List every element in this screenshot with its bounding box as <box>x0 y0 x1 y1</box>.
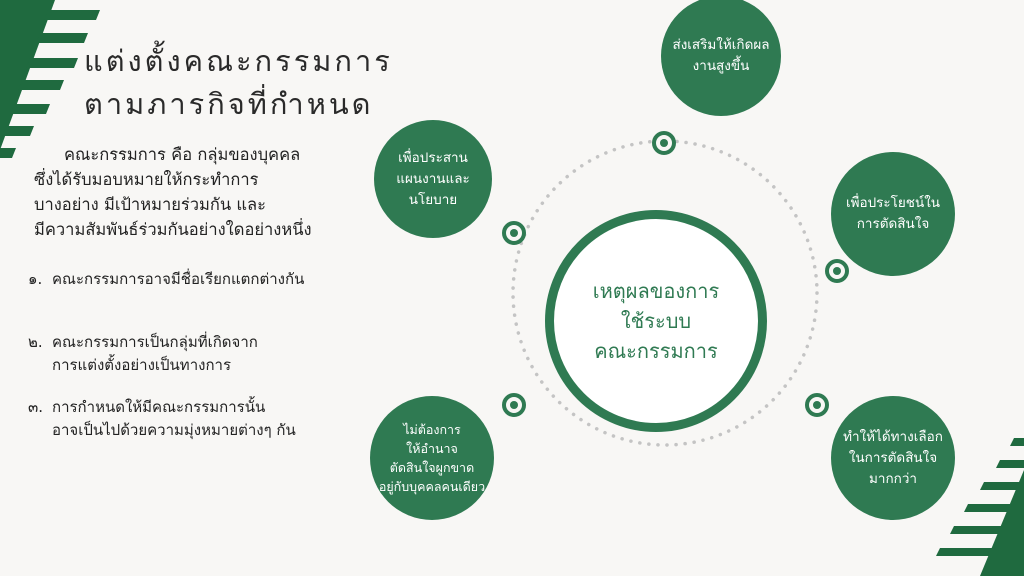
reason-text: อยู่กับบุคคลคนเดียว <box>378 479 486 494</box>
reason-bubble-left: เพื่อประสานแผนงานและนโยบาย <box>374 120 492 238</box>
reason-text: เพื่อประสาน <box>398 149 468 166</box>
reason-text: ทำให้ได้ทางเลือก <box>843 428 943 445</box>
item-number: ๒. <box>28 333 43 351</box>
ring-marker-icon <box>502 221 526 245</box>
item-number: ๓. <box>28 398 44 416</box>
reason-bubble-bottom-right: ทำให้ได้ทางเลือกในการตัดสินใจมากกว่า <box>831 396 955 520</box>
item-text: คณะกรรมการอาจมีชื่อเรียกแตกต่างกัน <box>52 270 305 288</box>
decorative-stripes-bottom-right <box>936 438 1024 576</box>
reason-text: นโยบาย <box>408 191 458 208</box>
list-item-3: ๓. การกำหนดให้มีคณะกรรมการนั้น อาจเป็นไปด… <box>28 396 296 442</box>
reason-text: ให้อำนาจ <box>406 441 458 456</box>
item-number: ๑. <box>28 270 43 288</box>
dotted-ring <box>511 139 819 447</box>
ring-marker-icon <box>825 259 849 283</box>
list-item-1: ๑. คณะกรรมการอาจมีชื่อเรียกแตกต่างกัน <box>28 268 304 291</box>
reason-text: เพื่อประโยชน์ใน <box>845 195 941 211</box>
reason-text: แผนงานและ <box>396 170 470 187</box>
reason-text: ตัดสินใจผูกขาด <box>389 460 475 475</box>
intro-line: มีความสัมพันธ์ร่วมกันอย่างใดอย่างหนึ่ง <box>34 220 312 239</box>
center-text: ใช้ระบบ <box>620 309 692 333</box>
definition-paragraph: คณะกรรมการ คือ กลุ่มของบุคคล ซึ่งได้รับม… <box>34 142 374 242</box>
intro-line: คณะกรรมการ คือ กลุ่มของบุคคล <box>64 145 301 164</box>
reason-bubble-top: ส่งเสริมให้เกิดผลงานสูงขึ้น <box>661 0 781 116</box>
page-title: แต่งตั้งคณะกรรมการ ตามภารกิจที่กำหนด <box>84 40 393 126</box>
center-circle: เหตุผลของการ ใช้ระบบ คณะกรรมการ <box>545 210 767 432</box>
title-line-2: ตามภารกิจที่กำหนด <box>84 87 374 121</box>
list-item-2: ๒. คณะกรรมการเป็นกลุ่มที่เกิดจาก การแต่งต… <box>28 331 258 377</box>
intro-line: บางอย่าง มีเป้าหมายร่วมกัน และ <box>34 195 267 214</box>
center-text: คณะกรรมการ <box>594 339 718 363</box>
ring-marker-icon <box>805 393 829 417</box>
decorative-stripes-top-left <box>0 0 100 158</box>
reason-text: ในการตัดสินใจ <box>848 449 938 466</box>
center-text: เหตุผลของการ <box>592 279 720 303</box>
reason-bubble-bottom-left: ไม่ต้องการให้อำนาจตัดสินใจผูกขาดอยู่กับบ… <box>370 396 494 520</box>
ring-marker-icon <box>502 393 526 417</box>
reason-text: งานสูงขึ้น <box>692 58 750 74</box>
reason-text: ส่งเสริมให้เกิดผล <box>672 37 770 53</box>
reason-text: การตัดสินใจ <box>856 216 930 232</box>
item-text: การกำหนดให้มีคณะกรรมการนั้น <box>52 398 266 416</box>
item-text: คณะกรรมการเป็นกลุ่มที่เกิดจาก <box>52 333 258 351</box>
item-text: อาจเป็นไปด้วยความมุ่งหมายต่างๆ กัน <box>52 421 296 439</box>
reason-text: ไม่ต้องการ <box>403 422 461 437</box>
title-line-1: แต่งตั้งคณะกรรมการ <box>84 44 393 78</box>
reason-text: มากกว่า <box>869 470 917 487</box>
ring-marker-icon <box>652 131 676 155</box>
intro-line: ซึ่งได้รับมอบหมายให้กระทำการ <box>34 170 259 189</box>
reason-bubble-right: เพื่อประโยชน์ในการตัดสินใจ <box>831 152 955 276</box>
item-text: การแต่งตั้งอย่างเป็นทางการ <box>52 356 232 374</box>
